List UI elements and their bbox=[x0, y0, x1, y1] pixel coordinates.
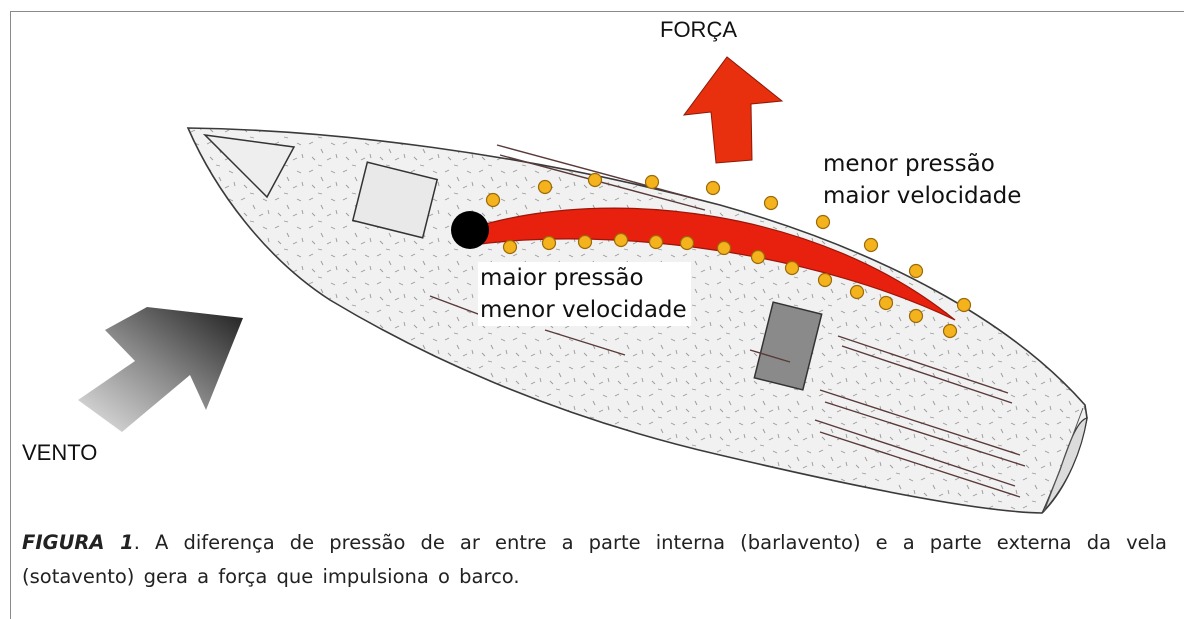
low-pressure-label: menor pressão maior velocidade bbox=[823, 148, 1021, 212]
airflow-dots-windward bbox=[502, 232, 958, 339]
wind-label: VENTO bbox=[22, 440, 98, 465]
mast bbox=[451, 211, 489, 249]
high-pressure-line-2: menor velocidade bbox=[480, 297, 687, 323]
force-arrow bbox=[682, 56, 784, 164]
wind-arrow bbox=[78, 307, 243, 432]
figure-caption: FIGURA 1. A diferença de pressão de ar e… bbox=[22, 526, 1167, 594]
sail bbox=[471, 207, 956, 321]
frame-left-border bbox=[10, 11, 11, 619]
deck-lines bbox=[429, 144, 1026, 498]
low-pressure-line-2: maior velocidade bbox=[823, 183, 1022, 209]
cockpit-hatch bbox=[753, 301, 823, 391]
frame-top-border bbox=[10, 11, 1184, 12]
figure-number: FIGURA 1 bbox=[22, 531, 134, 554]
low-pressure-line-1: menor pressão bbox=[823, 151, 995, 177]
high-pressure-label: maior pressão menor velocidade bbox=[478, 262, 691, 326]
caption-text: . A diferença de pressão de ar entre a p… bbox=[22, 531, 1168, 588]
bow-hatch bbox=[202, 133, 296, 199]
high-pressure-line-1: maior pressão bbox=[480, 265, 644, 291]
airflow-dots-leeward bbox=[485, 172, 972, 313]
force-label: FORÇA bbox=[660, 17, 737, 42]
front-hatch bbox=[351, 161, 439, 239]
